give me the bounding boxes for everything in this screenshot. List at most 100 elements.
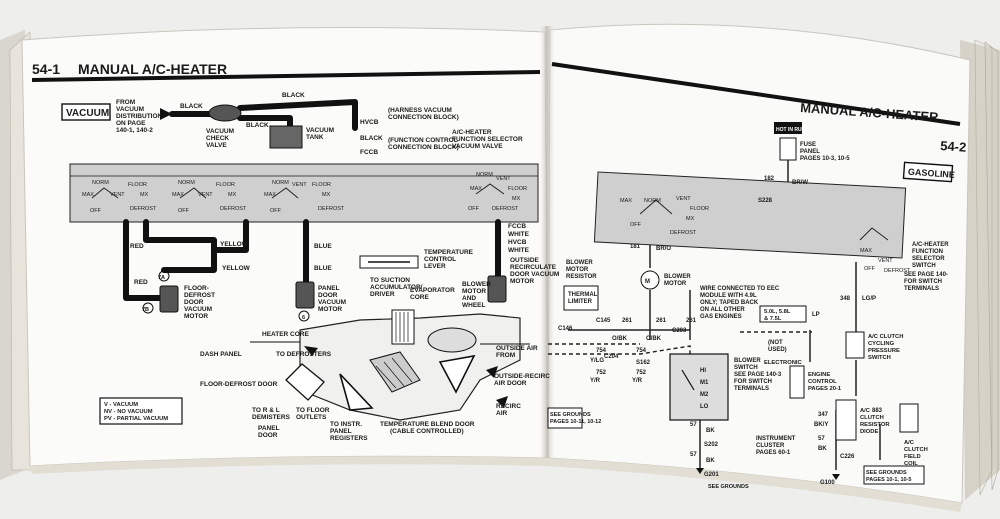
svg-text:MOTOR: MOTOR xyxy=(318,306,342,313)
svg-text:RED: RED xyxy=(130,243,144,250)
clutch-field-coil xyxy=(899,403,919,433)
svg-text:MOTOR: MOTOR xyxy=(510,278,534,285)
fuse-panel xyxy=(779,137,797,161)
svg-text:DEFROST: DEFROST xyxy=(884,268,911,274)
function-selector-switch xyxy=(593,171,907,259)
svg-text:VACUUM VALVE: VACUUM VALVE xyxy=(452,143,503,150)
svg-text:OFF: OFF xyxy=(630,222,642,228)
svg-text:HVCB: HVCB xyxy=(360,119,379,126)
hose-to-tank xyxy=(237,115,293,131)
page-edge-right xyxy=(960,40,1000,500)
svg-text:AIR: AIR xyxy=(496,410,508,417)
heater-core xyxy=(369,351,421,393)
svg-text:DEFROST: DEFROST xyxy=(130,206,157,212)
svg-text:M1: M1 xyxy=(700,380,709,386)
svg-text:CONNECTION BLOCK): CONNECTION BLOCK) xyxy=(388,144,459,151)
temperature-lever-label: TEMPERATURE CONTROL LEVER xyxy=(424,249,474,270)
svg-text:CYCLING: CYCLING xyxy=(868,341,895,347)
svg-text:O/BK: O/BK xyxy=(612,336,628,342)
svg-text:DEMISTERS: DEMISTERS xyxy=(252,414,291,421)
floor-outlets-label: TO FLOOR OUTLETS xyxy=(296,407,330,421)
svg-text:MOTOR: MOTOR xyxy=(184,313,208,320)
svg-text:754: 754 xyxy=(596,348,607,354)
svg-text:5.0L, 5.8L: 5.0L, 5.8L xyxy=(764,309,791,315)
svg-text:WHITE: WHITE xyxy=(508,231,530,238)
valve-positions-3: NORM MAX VENT FLOOR MX OFF DEFROST xyxy=(264,180,345,214)
svg-text:BK: BK xyxy=(706,428,715,434)
svg-text:FIELD: FIELD xyxy=(904,454,921,460)
svg-text:752: 752 xyxy=(636,370,647,376)
svg-text:MAX: MAX xyxy=(82,192,94,198)
outside-recirc-motor-label: OUTSIDE RECIRCULATE DOOR VACUUM MOTOR xyxy=(510,257,559,285)
svg-text:TO SUCTION: TO SUCTION xyxy=(370,277,410,284)
svg-text:CONTROL: CONTROL xyxy=(808,379,837,385)
svg-text:GAS ENGINES: GAS ENGINES xyxy=(700,314,742,320)
svg-text:MOTOR: MOTOR xyxy=(664,281,687,287)
svg-text:ON PAGE: ON PAGE xyxy=(116,120,146,127)
svg-text:NORM: NORM xyxy=(476,172,493,178)
svg-text:SWITCH: SWITCH xyxy=(868,355,891,361)
svg-text:HEATER CORE: HEATER CORE xyxy=(262,331,309,338)
svg-text:(CABLE CONTROLLED): (CABLE CONTROLLED) xyxy=(390,428,464,435)
svg-text:VALVE: VALVE xyxy=(206,142,227,149)
svg-text:FROM: FROM xyxy=(116,99,135,106)
outside-recirc-door-label: OUTSIDE-RECIRC AIR DOOR xyxy=(494,373,550,387)
svg-text:FROM: FROM xyxy=(496,352,515,359)
svg-text:MX: MX xyxy=(686,216,695,222)
svg-text:261: 261 xyxy=(656,318,667,324)
svg-text:TO FLOOR: TO FLOOR xyxy=(296,407,330,414)
svg-text:COIL: COIL xyxy=(904,461,918,467)
svg-text:ON ALL OTHER: ON ALL OTHER xyxy=(700,307,745,313)
svg-text:FLOOR-: FLOOR- xyxy=(184,285,209,292)
svg-text:FLOOR-DEFROST DOOR: FLOOR-DEFROST DOOR xyxy=(200,381,278,388)
svg-text:SEE PAGE 140-3: SEE PAGE 140-3 xyxy=(734,372,782,378)
svg-text:HVCB: HVCB xyxy=(508,239,527,246)
svg-text:SEE GROUNDS: SEE GROUNDS xyxy=(550,412,591,418)
svg-text:SWITCH: SWITCH xyxy=(912,263,936,269)
svg-text:BR/W: BR/W xyxy=(792,180,808,186)
svg-text:S162: S162 xyxy=(636,360,651,366)
svg-text:WIRE CONNECTED TO EEC: WIRE CONNECTED TO EEC xyxy=(700,286,780,292)
svg-text:RESISTOR: RESISTOR xyxy=(566,274,597,280)
svg-text:MX: MX xyxy=(322,192,331,198)
svg-text:Y/R: Y/R xyxy=(590,378,601,384)
function-selector-valve xyxy=(69,163,539,223)
svg-text:ENGINE: ENGINE xyxy=(808,372,830,378)
valve-positions-2: NORM MAX VENT FLOOR MX OFF DEFROST xyxy=(172,180,247,214)
svg-text:(FUNCTION CONTROL: (FUNCTION CONTROL xyxy=(388,137,458,144)
svg-text:OFF: OFF xyxy=(468,206,480,212)
svg-text:PANEL: PANEL xyxy=(330,428,352,435)
svg-text:C204: C204 xyxy=(604,354,619,360)
svg-text:LP: LP xyxy=(812,312,820,318)
cycling-switch-label: A/C CLUTCH CYCLING PRESSURE SWITCH xyxy=(868,334,903,361)
svg-text:VENT: VENT xyxy=(110,192,125,198)
svg-text:C145: C145 xyxy=(596,318,611,324)
svg-text:883: 883 xyxy=(872,408,883,414)
svg-text:PRESSURE: PRESSURE xyxy=(868,348,900,354)
svg-text:FLOOR: FLOOR xyxy=(128,182,147,188)
svg-text:57: 57 xyxy=(690,422,697,428)
svg-text:USED): USED) xyxy=(768,347,787,353)
svg-text:BLACK: BLACK xyxy=(282,92,305,99)
hot-in-run-box xyxy=(774,122,802,134)
floor-defrost-motor-label: FLOOR- DEFROST DOOR VACUUM MOTOR xyxy=(184,285,215,320)
svg-text:OFF: OFF xyxy=(864,266,876,272)
function-selector-label: A/C-HEATER FUNCTION SELECTOR VACUUM VALV… xyxy=(452,129,523,150)
svg-text:261: 261 xyxy=(686,318,697,324)
svg-text:MX: MX xyxy=(228,192,237,198)
svg-text:MOTOR: MOTOR xyxy=(566,267,589,273)
svg-text:140-1, 140-2: 140-1, 140-2 xyxy=(116,127,153,134)
svg-text:MAX: MAX xyxy=(264,192,276,198)
svg-text:WHITE: WHITE xyxy=(508,247,530,254)
svg-text:FUNCTION: FUNCTION xyxy=(912,249,943,255)
hose-yellow-1 xyxy=(143,219,217,273)
svg-text:PAGES 10-11, 10-12: PAGES 10-11, 10-12 xyxy=(550,419,601,425)
svg-text:RECIRC: RECIRC xyxy=(496,403,521,410)
svg-text:SEE GROUNDS: SEE GROUNDS xyxy=(866,470,907,476)
ground-note-left xyxy=(547,407,583,429)
svg-text:& 7.5L: & 7.5L xyxy=(764,316,782,322)
svg-text:TO INSTR.: TO INSTR. xyxy=(330,421,362,428)
blower-motor-label: BLOWER MOTOR xyxy=(664,274,691,287)
svg-text:A/C: A/C xyxy=(860,408,871,414)
